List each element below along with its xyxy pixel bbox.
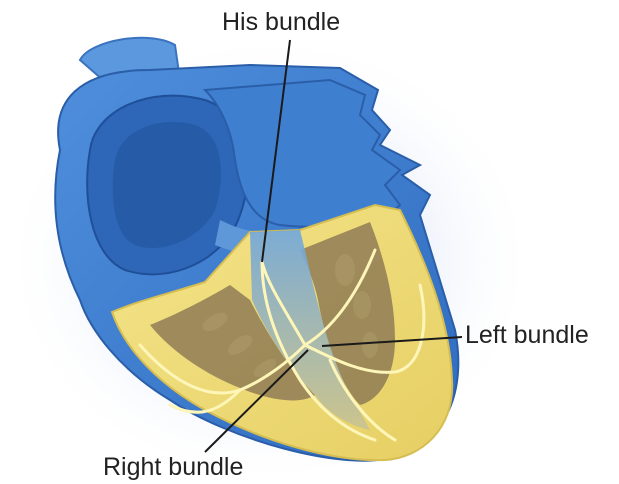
his-bundle-label: His bundle: [222, 10, 340, 35]
left-bundle-label: Left bundle: [465, 323, 589, 348]
right-bundle-label: Right bundle: [103, 455, 243, 480]
